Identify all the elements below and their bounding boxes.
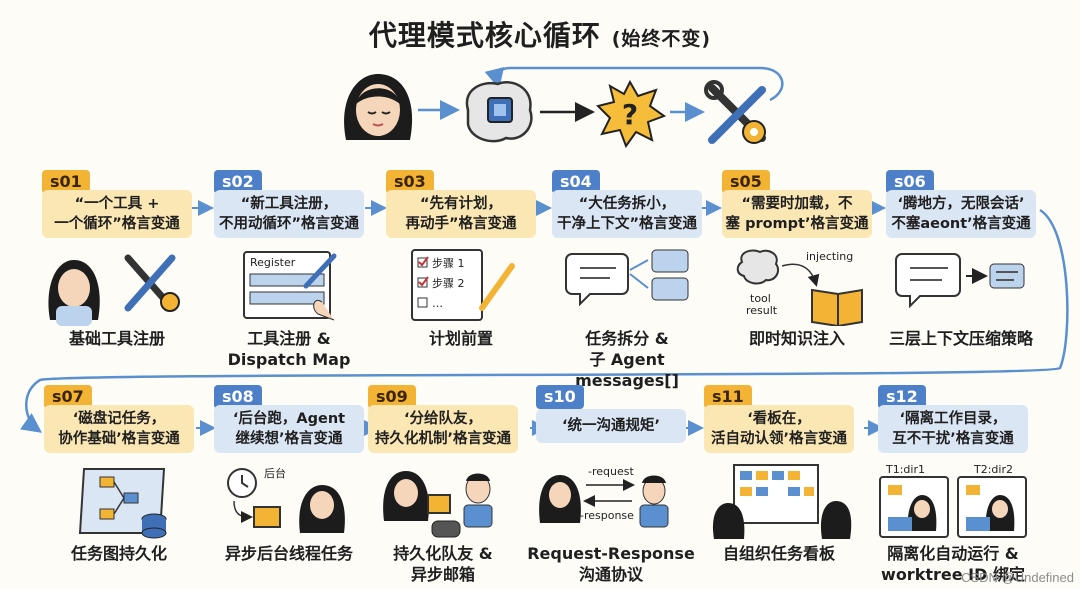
step-badge: s10 — [536, 385, 584, 409]
step-motto: ‘磁盘记任务， 协作基础’格言变通 — [44, 405, 194, 453]
tool-result-label: tool — [750, 292, 771, 305]
step-motto: ‘分给队友， 持久化机制’格言变通 — [368, 405, 518, 453]
step-motto: ‘后台跑，Agent 继续想’格言变通 — [214, 405, 364, 453]
teammate-mailbox-illustration — [383, 471, 493, 538]
step-motto: “需要时加载，不 塞 prompt’格言变通 — [722, 190, 872, 238]
knowledge-inject-illustration: injecting tool result — [736, 249, 863, 326]
register-label: Register — [250, 256, 296, 269]
step-motto: “先有计划， 再动手”格言变通 — [386, 190, 536, 238]
page-title: 代理模式核心循环 (始终不变) — [0, 14, 1080, 54]
response-label: -response — [580, 509, 634, 522]
row-wrap-arrow — [19, 208, 1069, 433]
step-motto: “新工具注册， 不用动循环”格言变通 — [214, 190, 364, 238]
checklist-item-2: 步骤 2 — [432, 277, 465, 290]
step-caption: 即时知识注入 — [748, 329, 845, 348]
background-label: 后台 — [264, 466, 286, 480]
step-caption: Request-Response 沟通协议 — [527, 544, 695, 584]
step-motto: ‘隔离工作目录， 互不干扰’格言变通 — [878, 405, 1028, 453]
request-label: -request — [588, 465, 634, 478]
step-caption: 自组织任务看板 — [722, 544, 835, 563]
step-motto: ‘腾地方，无限会话’ 不塞aeont’格言变通 — [886, 190, 1036, 238]
kanban-board-illustration — [712, 464, 852, 539]
watermark: CSDN @Undefined — [961, 570, 1074, 585]
step-caption: 任务拆分 & 子 Agent messages[] — [575, 329, 679, 390]
task-graph-illustration — [78, 468, 167, 539]
title-main: 代理模式核心循环 — [368, 19, 601, 52]
dir1-label: T1:dir1 — [885, 463, 925, 476]
step-caption: 基础工具注册 — [68, 329, 165, 348]
step-motto: ‘统一沟通规矩’ — [536, 409, 686, 443]
step-badge: s04 — [552, 170, 600, 194]
step-caption: 工具注册 & Dispatch Map — [227, 329, 351, 369]
step-motto: “大任务拆小， 干净上下文”格言变通 — [552, 190, 702, 238]
checklist-item-1: 步骤 1 — [432, 257, 465, 270]
step-caption: 异步后台线程任务 — [224, 544, 353, 563]
context-compress-illustration — [895, 253, 1025, 309]
svg-text:result: result — [746, 304, 778, 317]
step-caption: 隔离化自动运行 & worktree ID 绑定 — [881, 544, 1025, 584]
question-burst-icon: ? — [596, 79, 667, 149]
chat-split-illustration — [565, 249, 689, 307]
request-response-illustration: -request -response — [539, 465, 669, 528]
tools-icon — [704, 80, 766, 144]
dir2-label: T2:dir2 — [973, 463, 1013, 476]
register-form-illustration: Register — [243, 251, 337, 321]
checklist-item-3: … — [432, 297, 443, 310]
step-caption: 任务图持久化 — [70, 544, 167, 563]
step-motto: “一个工具 + 一个循环”格言变通 — [42, 190, 192, 238]
title-subtitle: (始终不变) — [611, 28, 712, 50]
step-motto: ‘看板在， 活自动认领’格言变通 — [704, 405, 854, 453]
isolated-worktree-illustration: T1:dir1 T2:dir2 — [879, 463, 1027, 538]
step-caption: 三层上下文压缩策略 — [888, 329, 1033, 348]
background-task-illustration: 后台 — [227, 466, 345, 533]
checklist-illustration: 步骤 1 步骤 2 … — [411, 249, 515, 321]
person-icon — [344, 74, 413, 140]
svg-text:?: ? — [622, 98, 638, 131]
step-caption: 计划前置 — [428, 329, 493, 348]
step-caption: 持久化队友 & 异步邮箱 — [393, 544, 493, 584]
injecting-label: injecting — [806, 250, 853, 263]
brain-chip-icon — [465, 81, 533, 143]
loop-return-arrow — [484, 66, 784, 102]
tools-person-illustration — [48, 254, 180, 326]
